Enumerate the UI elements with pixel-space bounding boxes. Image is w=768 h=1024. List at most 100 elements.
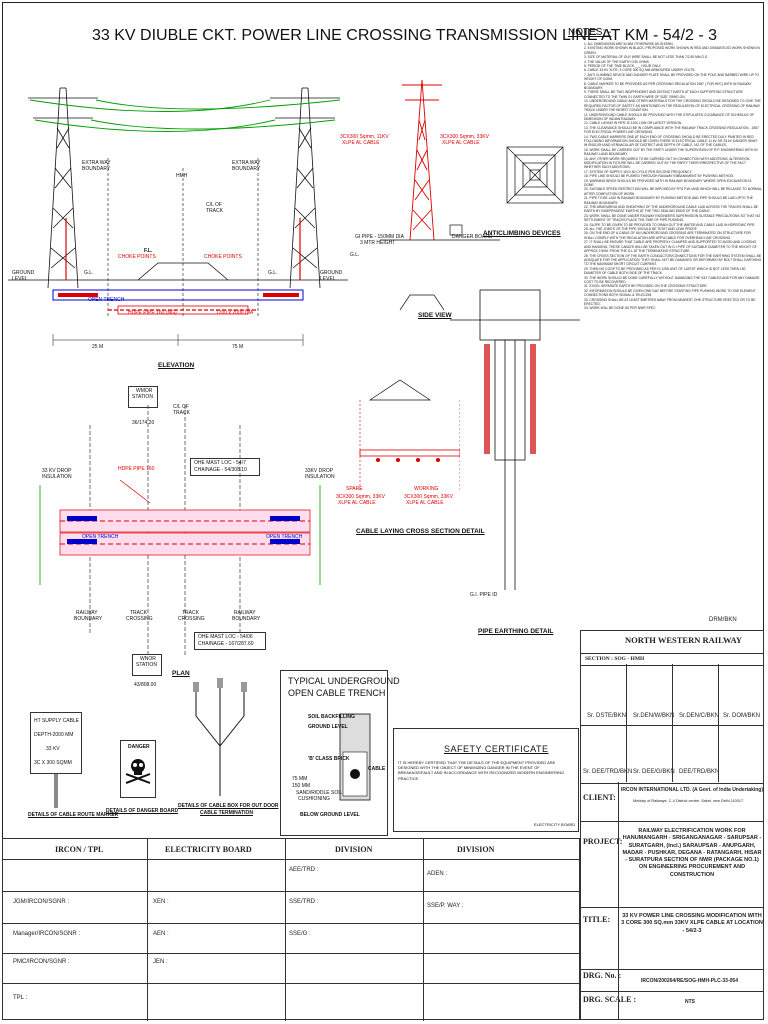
sr-dom: Sr. DOM/BKN — [723, 713, 761, 719]
pipe-dim-label: 1200 x 2000 DIA — [216, 310, 254, 316]
plan-track-cl: C/L OF — [173, 404, 189, 410]
notes-heading: NOTES: - — [568, 27, 612, 38]
trench-75mm: 75 MM — [292, 776, 308, 782]
note-item: 27. IT SHALL BE ENSURE THAT CABLE ARE PR… — [584, 240, 757, 254]
wnor-label: WNOR — [140, 656, 156, 662]
safety-text: IT IS HEREBY CERTIFIED THAT THE DETAILS … — [398, 760, 565, 781]
drawing-title-text: 33 KV POWER LINE CROSSING MODIFICATION W… — [621, 913, 763, 934]
note-item: 12. CABLE LAYING IN PIPE IS 1200 LOW OR … — [584, 121, 683, 126]
project-label: PROJECT: — [583, 837, 623, 846]
working-cable2: XLPE AL CABLE — [406, 500, 444, 506]
project-text: RAILWAY ELECTRIFICATION WORK FOR HANUMAN… — [622, 828, 762, 878]
sr-den-c: Sr.DEN/C/BKN — [679, 713, 720, 719]
wnor-station: STATION — [136, 662, 157, 668]
trench-cushioning: CUSHIONING — [298, 796, 330, 802]
wnor-station-box — [132, 654, 162, 676]
spare-cable: 3CX300 Sqmm, 33KV — [336, 494, 385, 500]
note-item: 6. CABLE 33 KV XLPE, 3 CORE 300 SQ MM AR… — [584, 68, 696, 73]
sig-pmc: PMC/IRCON/SGNR : — [13, 959, 70, 965]
ground-right: GROUND — [320, 270, 343, 276]
note-item: 4. THE VALUE OF THE EARTH 0.50 OHMS. — [584, 59, 650, 64]
spare-label: SPARE — [346, 486, 363, 492]
sig-sse-trd: SSE/TRD : — [289, 899, 319, 905]
note-item: 10. UNDERGROUND CABLE AND OTHER MATERIAL… — [584, 99, 761, 113]
note-item: 13. THE CLEARANCE SHOULD BE IN COMPLIANC… — [584, 125, 759, 135]
anticlimbing-caption: ANTICLIMBING DEVICES — [483, 230, 561, 237]
sr-den-w: Sr.DEN/W/BKN — [633, 713, 675, 719]
cable-section-caption: CABLE LAYING CROSS SECTION DETAIL — [356, 528, 485, 535]
sig-aen: AEN : — [153, 931, 169, 937]
safety-frame — [393, 728, 579, 832]
open-trench-outline — [52, 289, 304, 301]
route-l1: HT SUPPLY CABLE — [34, 718, 80, 724]
note-item: 18. PIPE LINE SHOULD BE PUSHED THROUGH R… — [584, 174, 734, 179]
cable-box-caption2: CABLE TERMINATION — [200, 810, 253, 816]
note-item: 22. THE ARMOURING AND SHEATHING OF THE U… — [584, 205, 758, 214]
drg-scale: NTS — [685, 999, 695, 1005]
plan-crossing-b: CROSSING — [126, 616, 153, 622]
ohe2-box — [194, 632, 266, 650]
note-item: 5. PERIOD OF THE TIME BLOCK ___ HOUR ONL… — [584, 64, 662, 69]
drawing-title: 33 KV DIUBLE CKT. POWER LINE CROSSING TR… — [92, 27, 718, 44]
kv-left2: INSULATION — [42, 474, 72, 480]
route-marker-box — [30, 712, 82, 774]
ohe2-label: OHE MAST LOC - 54/06 — [198, 634, 253, 640]
tower-left — [28, 87, 98, 289]
drm-label: DRM/BKN — [709, 617, 737, 623]
ohe1-chainage: CHAINAGE - 54/308.10 — [194, 467, 247, 473]
note-item: 34. WORK WILL BE DONE AS PER NWR SPEC. — [584, 306, 657, 311]
working-label: WORKING — [414, 486, 439, 492]
note-item: 31. EXCEL SEPARATE EARTH BE PROVIDED ON … — [584, 284, 708, 289]
plan-open-trench-right: OPEN TRENCH — [266, 534, 303, 540]
choke-left: CHOKE POINTS — [118, 254, 156, 260]
note-item: 29. THEN NO COOP TO BE PROVIDED AS PER I… — [584, 266, 746, 276]
note-item: 24. SLOPE TO BE GIVEN TO BE PROVIDED TO … — [584, 222, 756, 227]
section-label: SECTION : SOG - HMH — [585, 656, 645, 662]
ground-left: GROUND — [12, 270, 35, 276]
sr-dee-trd: Sr. DEE/TRD/BKN — [583, 769, 633, 775]
sig-sse-pway: SSE/P. WAY : — [427, 903, 464, 909]
level-right: LEVEL — [320, 276, 336, 282]
dismantled-conductors — [29, 99, 341, 132]
plan-boundary-b2: BOUNDARY — [232, 616, 261, 622]
drg-no-label: DRG. No. : — [583, 971, 622, 980]
trench-below: BELOW GROUND LEVEL — [300, 812, 360, 818]
extra-way-left: EXTRA WAY — [82, 160, 111, 166]
trench-title2: OPEN CABLE TRENCH — [288, 688, 386, 698]
sig-h2: ELECTRICITY BOARD — [165, 845, 252, 854]
sig-aden: ADEN : — [427, 871, 448, 877]
plan-drawing — [39, 405, 321, 655]
note-item: 25. ALL THE JOINTS OF THE PIPE SHOULD BE… — [584, 227, 698, 232]
note-item: 3. SIZE OF MATERIAL OF GUY WIRE SHALL BE… — [584, 55, 709, 60]
note-item: 19. WARNING BRICK SHOULD BE PROVIDED WIT… — [584, 178, 752, 187]
sig-manager: Manager/IRCON/SGNR : — [13, 931, 81, 937]
sig-h3: DIVISION — [335, 845, 373, 854]
note-item: 14. TWO CABLE MARKERS ONE AT EACH END OF… — [584, 134, 758, 148]
gl-right: G.L. — [268, 270, 278, 276]
sig-jen: JEN : — [153, 959, 168, 965]
kv-left: 33 KV DROP — [42, 468, 72, 474]
danger-text: DANGER — [128, 744, 150, 750]
danger-board-caption: DETAILS OF DANGER BOARD — [106, 808, 179, 814]
ohe1-label: OHE MAST LOC - 54/7 — [194, 460, 246, 466]
hmh-label: HMH — [176, 173, 188, 179]
signature-table: IRCON / TPL ELECTRICITY BOARD DIVISION D… — [2, 838, 580, 1021]
note-item: 9. THERE SHALL BE TWO INDEPENDENT AND DI… — [584, 90, 743, 99]
note-item: 16. ANY OTHER WORK REQUIRED TO BE CARRIE… — [584, 156, 751, 170]
plan-open-trench-left: OPEN TRENCH — [82, 534, 119, 540]
choke-right: CHOKE POINTS — [204, 254, 242, 260]
note-item: 30. THE WORK SHOULD BE DONE CAREFULLY WI… — [584, 275, 760, 284]
title-label: TITLE: — [583, 915, 611, 924]
note-item: 21. PIPE TO BE LAID IN RAILWAY BOUNDARY … — [584, 196, 753, 205]
trench-title1: TYPICAL UNDERGROUND — [288, 676, 400, 686]
trench-150mm: 150 MM — [292, 783, 311, 789]
side-cable-right2: XLPE AL CABLE — [442, 140, 480, 146]
side-cable-left2: XLPE AL CABLE — [342, 140, 380, 146]
note-item: 26. ON THE END OF A CABLE OF AN UNDERGRO… — [584, 231, 751, 240]
elevation-caption: ELEVATION — [158, 362, 195, 369]
side-cable-left: 3CX300 Sqmm, 11KV — [340, 134, 389, 140]
open-trench-label: OPEN TRENCH — [88, 297, 125, 303]
client-label: CLIENT: — [583, 793, 616, 802]
notes-list: 1. ALL DIMENSIONS ARE IN MM OTHERWISE AS… — [584, 42, 762, 311]
gi-pipe-label: GI PIPE - 150MM DIA — [355, 234, 404, 240]
